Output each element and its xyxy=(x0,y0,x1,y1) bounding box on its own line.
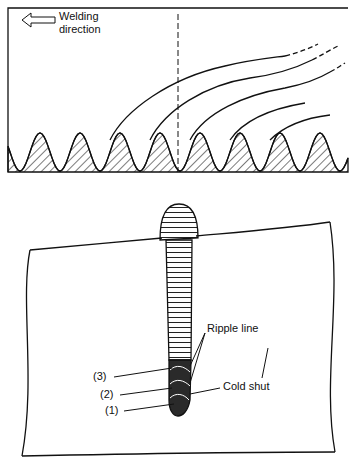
feature-label: Ripple line xyxy=(206,322,259,335)
plate-outline xyxy=(8,8,348,172)
leader-line xyxy=(190,388,220,394)
leader-line xyxy=(124,404,174,411)
leader-line xyxy=(120,388,172,395)
pass-boundary xyxy=(170,394,189,400)
pass-boundary xyxy=(170,366,190,372)
leader-line xyxy=(262,348,268,378)
leader-line xyxy=(190,333,205,383)
plate-bottom-edge xyxy=(22,452,335,456)
ripple-curve xyxy=(230,103,305,140)
plate-break-edge xyxy=(330,222,335,452)
plate-top-edge xyxy=(196,222,330,236)
ripple-curve-dashed xyxy=(285,44,318,56)
callout-number: (1) xyxy=(104,404,119,417)
plate-break-edge xyxy=(22,250,30,456)
ripple-curve xyxy=(150,60,312,140)
pass-boundary xyxy=(170,380,190,386)
ripple-curve xyxy=(270,115,330,140)
direction-arrow xyxy=(22,13,55,27)
leader-line xyxy=(114,368,172,377)
section-line xyxy=(178,14,179,172)
ripple-curve-dashed xyxy=(312,46,338,60)
ripple-curve-dashed xyxy=(330,63,345,72)
weld-crown xyxy=(160,204,198,240)
plate-top-edge xyxy=(30,238,162,250)
leader-line xyxy=(190,333,205,366)
feature-label: Cold shut xyxy=(222,380,270,393)
weld-column xyxy=(166,240,192,360)
callout-number: (2) xyxy=(99,388,114,401)
root-passes xyxy=(169,360,191,416)
ripple-curve xyxy=(190,72,330,140)
ripple-curve xyxy=(110,56,285,140)
callout-number: (3) xyxy=(92,370,107,383)
direction-label: Welding direction xyxy=(58,10,118,35)
